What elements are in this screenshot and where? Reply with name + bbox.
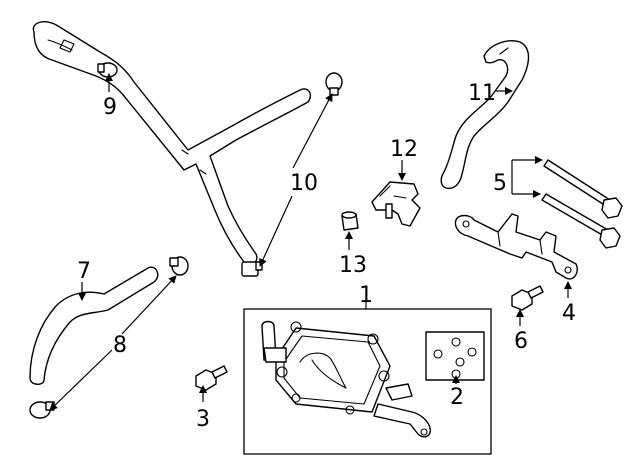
hose-clamp-9 [97, 62, 118, 78]
callout-2: 2 [450, 385, 464, 410]
callout-12: 12 [390, 137, 418, 162]
bolt-3 [195, 365, 228, 391]
callout-3: 3 [196, 407, 210, 432]
callout-8: 8 [113, 333, 127, 358]
callout-11: 11 [468, 81, 496, 106]
hose-clamp-8-upper [169, 256, 189, 276]
callout-6: 6 [514, 329, 528, 354]
long-bolt-lower [541, 193, 621, 249]
callout-13: 13 [339, 253, 367, 278]
mounting-bracket-4 [454, 213, 578, 280]
long-bolt-upper [543, 159, 623, 219]
spacer-13 [341, 211, 359, 231]
callout-5: 5 [493, 171, 507, 196]
lower-coolant-hose [29, 266, 159, 385]
callout-1: 1 [359, 283, 373, 308]
gasket-kit-2 [425, 331, 485, 381]
hose-clamp-10-upper [325, 72, 343, 96]
callout-4: 4 [562, 301, 576, 326]
callout-9: 9 [103, 95, 117, 120]
upper-coolant-hose [32, 21, 312, 266]
callout-7: 7 [77, 259, 91, 284]
bracket-12 [371, 181, 421, 227]
bolt-6 [511, 285, 544, 311]
oil-cooler [261, 320, 432, 438]
hose-clamp-10-lower [241, 261, 263, 277]
coolant-hose-11 [440, 40, 530, 190]
leader-lines [49, 73, 572, 411]
callout-10: 10 [290, 171, 318, 196]
oil-cooler-assembly-box [243, 308, 492, 455]
